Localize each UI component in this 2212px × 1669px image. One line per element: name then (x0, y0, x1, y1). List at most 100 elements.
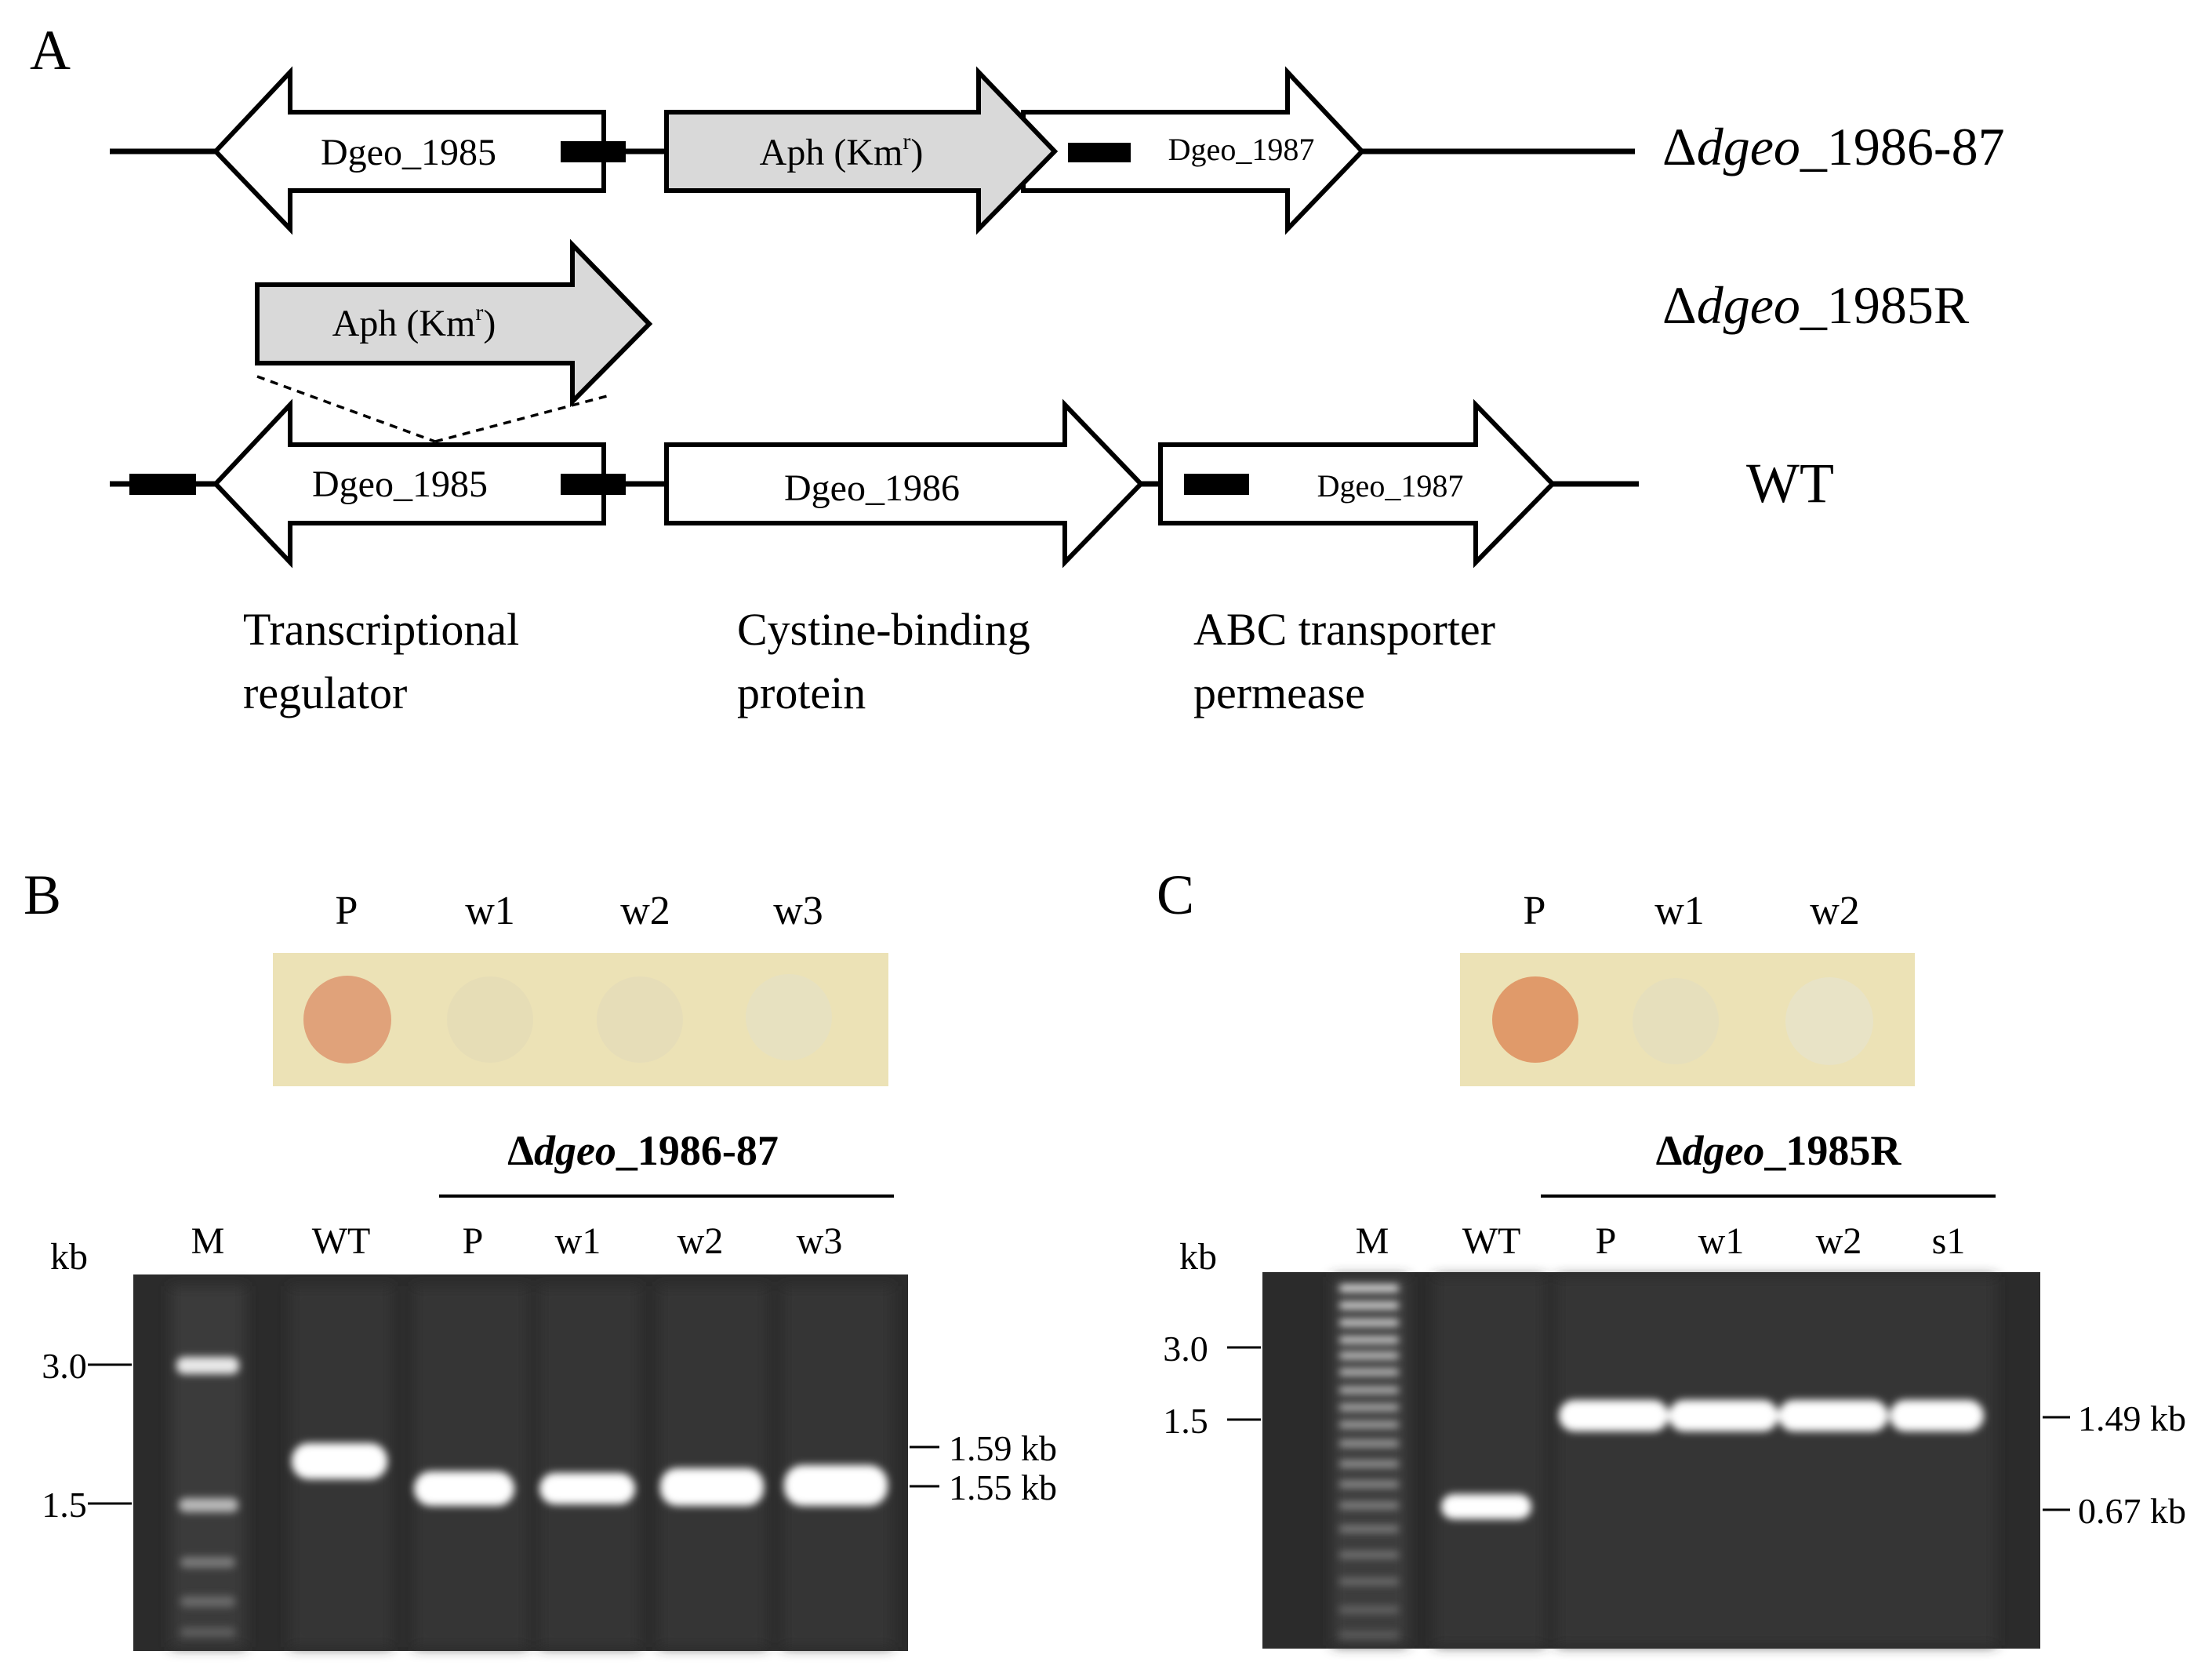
band-label-1-59: 1.59 kb (949, 1428, 1057, 1468)
lane-label: w2 (677, 1220, 724, 1262)
primer-marker (1184, 474, 1249, 495)
pcr-band (414, 1471, 514, 1506)
lane-label: s1 (1932, 1220, 1966, 1262)
panel-c: C P w1 w2 Δdgeo_1985R M WT P w1 w2 s1 kb (1157, 864, 2186, 1649)
ladder-tick-label: 3.0 (1163, 1329, 1208, 1369)
spot-label: P (1524, 889, 1546, 933)
pcr-band-wt (1441, 1494, 1531, 1519)
gene-label-aph: Aph (Kmr) (760, 129, 924, 173)
marker-band (1339, 1387, 1399, 1394)
construct-wt: Dgeo_1985 Dgeo_1986 Dgeo_1987 WT (110, 398, 1834, 569)
kb-unit-b: kb (50, 1236, 88, 1278)
lane-label: WT (312, 1220, 371, 1262)
strain-label-dgeo-1986-87: Δdgeo_1986-87 (1662, 117, 2005, 176)
lane-labels-c: M WT P w1 w2 s1 (1356, 1220, 1966, 1262)
primer-marker (561, 141, 626, 162)
colony-spot (1492, 976, 1578, 1063)
pcr-band (1778, 1400, 1888, 1431)
plate-c (1460, 953, 1915, 1086)
kb-unit-c: kb (1179, 1236, 1217, 1278)
band-size-labels-c: 1.49 kb 0.67 kb (2043, 1398, 2186, 1531)
marker-band (180, 1627, 235, 1637)
panel-label-c: C (1157, 864, 1194, 926)
desc-cystine-binding: Cystine-binding (737, 604, 1030, 655)
colony-spot (746, 974, 832, 1060)
desc-permease: permease (1193, 667, 1365, 718)
gene-label-dgeo-1985-wt: Dgeo_1985 (312, 464, 488, 505)
gene-label-dgeo-1987-wt: Dgeo_1987 (1317, 468, 1464, 504)
lane-smear (1780, 1277, 1890, 1645)
marker-band (176, 1357, 239, 1374)
desc-regulator: regulator (243, 667, 407, 718)
spot-label: w2 (620, 889, 670, 933)
desc-transcriptional: Transcriptional (243, 604, 519, 655)
marker-band (1339, 1481, 1399, 1488)
gene-arrow-dgeo-1987 (1021, 66, 1366, 235)
pcr-band (1890, 1400, 1984, 1431)
strain-label-wt: WT (1746, 452, 1834, 515)
primer-marker (561, 474, 626, 495)
gene-arrow-aph-insert (255, 238, 653, 408)
ladder-tick-label: 1.5 (42, 1485, 87, 1525)
marker-band (1339, 1336, 1399, 1344)
gene-label-dgeo-1985: Dgeo_1985 (321, 132, 496, 173)
pcr-bands (1441, 1400, 1984, 1519)
lane-label: w3 (797, 1220, 843, 1262)
colony-spots (303, 974, 832, 1064)
pcr-band (1559, 1400, 1669, 1431)
pcr-band (1669, 1400, 1778, 1431)
panel-label-b: B (24, 864, 61, 926)
lane-label: WT (1462, 1220, 1521, 1262)
desc-protein: protein (737, 667, 866, 718)
colony-spots (1492, 976, 1873, 1065)
band-label-0-67: 0.67 kb (2078, 1491, 2186, 1531)
gel-b (133, 1274, 908, 1651)
marker-ladder (1339, 1285, 1399, 1638)
spot-labels-c: P w1 w2 (1524, 889, 1860, 933)
marker-band (1339, 1525, 1399, 1533)
marker-band (1339, 1285, 1399, 1292)
desc-abc-transporter: ABC transporter (1193, 604, 1495, 655)
gene-label-dgeo-1987: Dgeo_1987 (1168, 132, 1315, 167)
lane-label: P (1596, 1220, 1617, 1262)
marker-band (1339, 1302, 1399, 1309)
marker-band (180, 1596, 235, 1607)
spot-labels-b: P w1 w2 w3 (336, 889, 823, 933)
colony-spot (1785, 977, 1873, 1065)
marker-bands (176, 1357, 239, 1637)
marker-band (1339, 1606, 1399, 1613)
construct-dgeo-1986-87: Dgeo_1985 Aph (Kmr) Dgeo_1987 Δdgeo_1986… (110, 66, 2005, 235)
colony-spot (1633, 978, 1719, 1064)
pcr-band (784, 1465, 888, 1506)
pcr-band (660, 1468, 764, 1506)
construct-dgeo-1985r: Aph (Kmr) Δdgeo_1985R (255, 238, 1970, 443)
spot-label: P (336, 889, 358, 933)
colony-spot (303, 976, 391, 1064)
panel-a: A Dgeo_1985 Aph (Kmr) Dgeo_1987 Δdgeo_19… (30, 19, 2005, 718)
pcr-band-wt (292, 1443, 387, 1479)
lane-smears (1435, 1277, 1996, 1645)
gene-arrow-dgeo-1987-wt (1158, 398, 1556, 569)
lane-label: M (191, 1220, 225, 1262)
lane-smear (414, 1286, 528, 1647)
lane-smear (659, 1286, 767, 1647)
insertion-line-right (434, 394, 611, 443)
spot-label: w1 (1654, 889, 1705, 933)
lane-smear (539, 1286, 640, 1647)
lane-labels-b: M WT P w1 w2 w3 (191, 1220, 843, 1262)
marker-band (1339, 1502, 1399, 1509)
marker-band (1339, 1421, 1399, 1428)
pcr-band (539, 1473, 635, 1504)
lane-label: w1 (555, 1220, 601, 1262)
lane-smear (1890, 1277, 1996, 1645)
lane-label: P (463, 1220, 484, 1262)
marker-band (1339, 1460, 1399, 1467)
marker-band (1339, 1352, 1399, 1359)
colony-spot (447, 976, 533, 1063)
marker-band (180, 1557, 235, 1568)
gene-arrow-dgeo-1986 (664, 398, 1145, 569)
marker-lane-smear (171, 1286, 245, 1647)
marker-band (1339, 1319, 1399, 1326)
gene-arrow-dgeo-1985-wt (212, 398, 606, 569)
